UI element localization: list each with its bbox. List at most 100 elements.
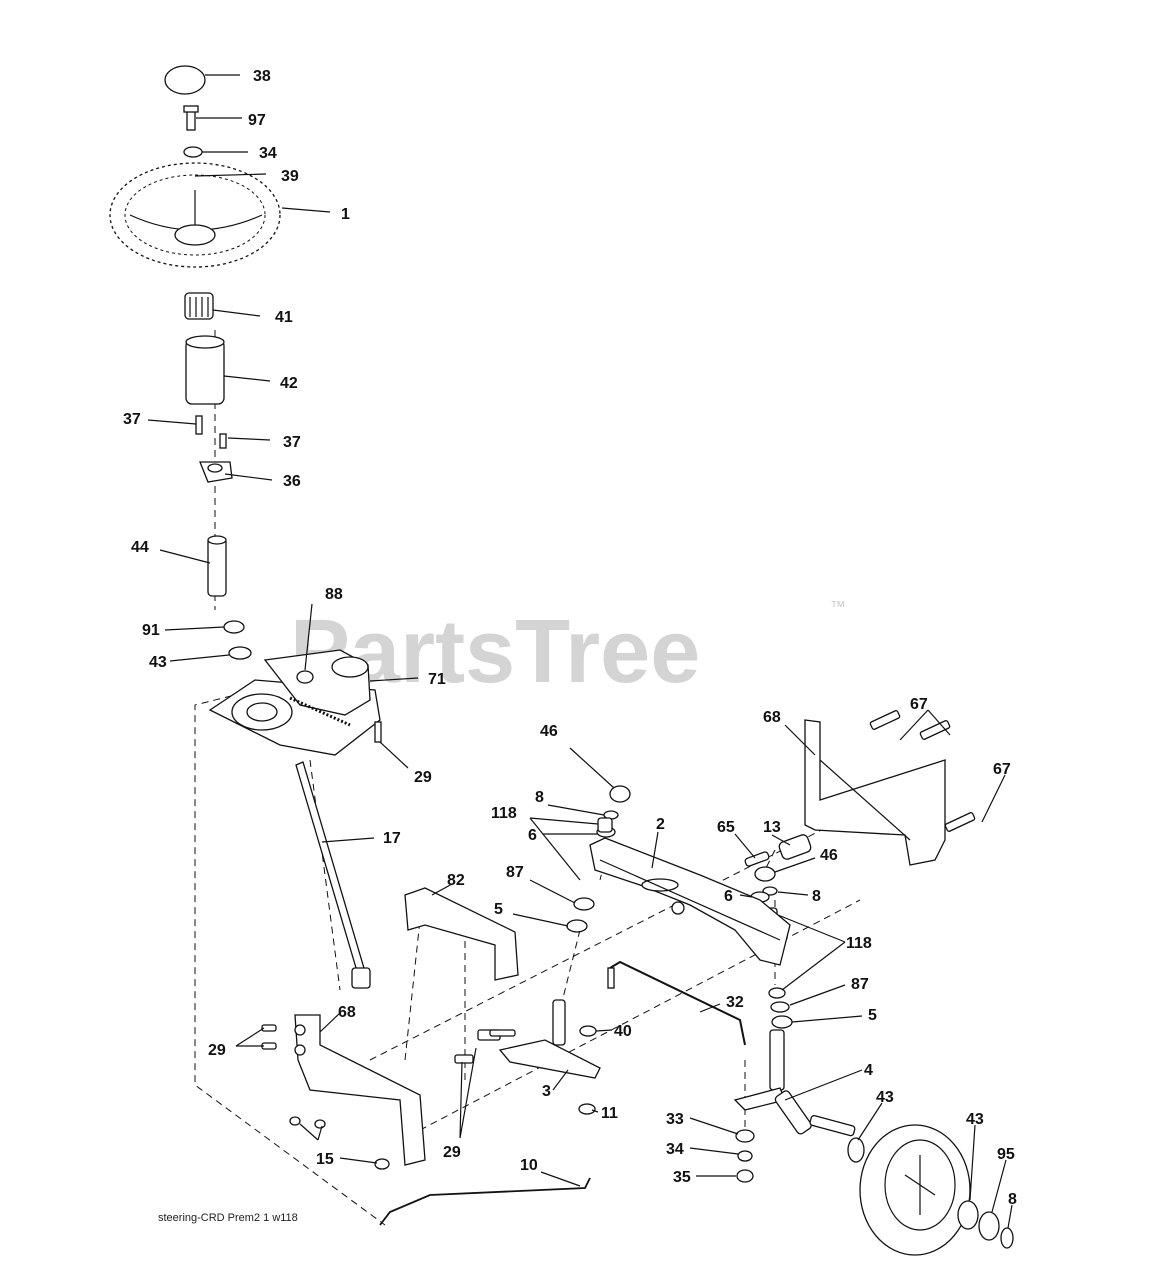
part-44-shaft	[207, 535, 227, 597]
part-43-outer-washer	[957, 1200, 979, 1230]
callout-4: 4	[864, 1062, 873, 1079]
callout-6-right: 6	[724, 888, 733, 905]
callout-13: 13	[763, 819, 781, 836]
part-40-washer	[579, 1025, 597, 1037]
part-91-washer	[223, 620, 245, 634]
part-41-adapter	[184, 292, 214, 320]
leader-lines	[147, 74, 1013, 1229]
callout-8-wheel: 8	[1008, 1191, 1017, 1208]
callout-42: 42	[280, 375, 298, 392]
part-29-bolt	[374, 721, 382, 743]
part-43-wheel-washer	[847, 1137, 865, 1163]
part-29-bolt-lower	[261, 1042, 277, 1050]
part-118-bushing-low	[768, 987, 786, 999]
callout-11: 11	[601, 1105, 618, 1122]
callout-40: 40	[614, 1023, 632, 1040]
callout-46-right: 46	[820, 847, 838, 864]
callout-8-right: 8	[812, 888, 821, 905]
callout-44: 44	[131, 539, 149, 556]
callout-6-left: 6	[528, 827, 537, 844]
callout-37-right: 37	[283, 434, 301, 451]
callout-67-top: 67	[910, 696, 928, 713]
callout-29-lower: 29	[443, 1144, 461, 1161]
diagram-footer-code: steering-CRD Prem2 1 w118	[158, 1212, 298, 1224]
part-87-washer-left	[573, 897, 595, 911]
callout-29-gearbox: 29	[414, 769, 432, 786]
callout-34-lower: 34	[666, 1141, 684, 1158]
part-35-nut	[736, 1169, 754, 1183]
part-38-cap	[164, 65, 206, 95]
callout-8-left: 8	[535, 789, 544, 806]
callout-36: 36	[283, 473, 301, 490]
part-15-nut-c	[374, 1158, 390, 1170]
callout-67-right: 67	[993, 761, 1011, 778]
part-118-bushing-top	[597, 817, 613, 833]
callout-37-left: 37	[123, 411, 141, 428]
callout-68-lower: 68	[338, 1004, 356, 1021]
callout-65: 65	[717, 819, 735, 836]
callout-labels: 38 97 34 39 1 41 42 37 37 36 44 88 91 43…	[123, 68, 1017, 1208]
callout-43-mid: 43	[876, 1089, 894, 1106]
part-71-gearbox	[208, 649, 381, 756]
callout-87-right: 87	[851, 976, 869, 993]
part-68-top-bracket	[804, 710, 976, 866]
callout-118-right: 118	[846, 935, 872, 952]
callout-15: 15	[316, 1151, 334, 1168]
callout-29-left: 29	[208, 1042, 226, 1059]
callout-1: 1	[341, 206, 350, 223]
callout-41: 41	[275, 309, 293, 326]
callout-2: 2	[656, 816, 665, 833]
callout-35: 35	[673, 1169, 691, 1186]
part-46-cap-right	[754, 866, 776, 882]
callout-97: 97	[248, 112, 266, 129]
part-65-pin	[744, 851, 770, 867]
callout-118-left: 118	[491, 805, 517, 822]
part-15-nut-a	[289, 1116, 301, 1126]
callout-95: 95	[997, 1146, 1015, 1163]
part-33-washer	[735, 1129, 755, 1143]
part-42-bushing	[185, 335, 225, 405]
part-82-bracket	[404, 887, 519, 981]
callout-87-left: 87	[506, 864, 524, 881]
callout-17: 17	[383, 830, 401, 847]
part-10-rod	[379, 1177, 591, 1226]
watermark-trademark: ™	[830, 599, 846, 616]
part-34-washer	[183, 146, 203, 158]
part-5-washer-right	[771, 1015, 793, 1029]
part-43-washer	[228, 646, 252, 660]
part-3-spindle-left	[489, 999, 601, 1079]
callout-46-left: 46	[540, 723, 558, 740]
front-wheel	[859, 1124, 971, 1256]
part-5-washer-left	[566, 919, 588, 933]
part-34-lockwasher	[737, 1150, 753, 1162]
callout-5-left: 5	[494, 901, 503, 918]
part-4-spindle-right	[733, 1029, 856, 1137]
callout-33: 33	[666, 1111, 684, 1128]
callout-71: 71	[428, 671, 446, 688]
callout-32: 32	[726, 994, 744, 1011]
part-32-drag-link	[607, 960, 746, 1046]
part-46-cap-left	[609, 785, 631, 803]
callout-34: 34	[259, 145, 277, 162]
callout-10: 10	[520, 1157, 538, 1174]
callout-88: 88	[325, 586, 343, 603]
part-97-bolt	[183, 105, 199, 131]
part-87-washer-right	[770, 1001, 790, 1013]
part-68-lower-bracket	[294, 1014, 501, 1166]
callout-43-outer: 43	[966, 1111, 984, 1128]
callout-5-right: 5	[868, 1007, 877, 1024]
callout-43-upper: 43	[149, 654, 167, 671]
part-17-steering-shaft	[295, 761, 371, 989]
callout-82: 82	[447, 872, 465, 889]
callout-39: 39	[281, 168, 299, 185]
callout-3: 3	[542, 1083, 551, 1100]
part-2-front-axle	[589, 837, 791, 966]
part-8-clip-wheel	[1000, 1227, 1014, 1249]
part-15-nut-b	[314, 1119, 326, 1129]
part-36-bracket	[199, 461, 233, 483]
part-13-spacer	[778, 834, 812, 860]
part-1-steering-wheel	[109, 162, 281, 268]
part-95-washer	[978, 1211, 1000, 1241]
